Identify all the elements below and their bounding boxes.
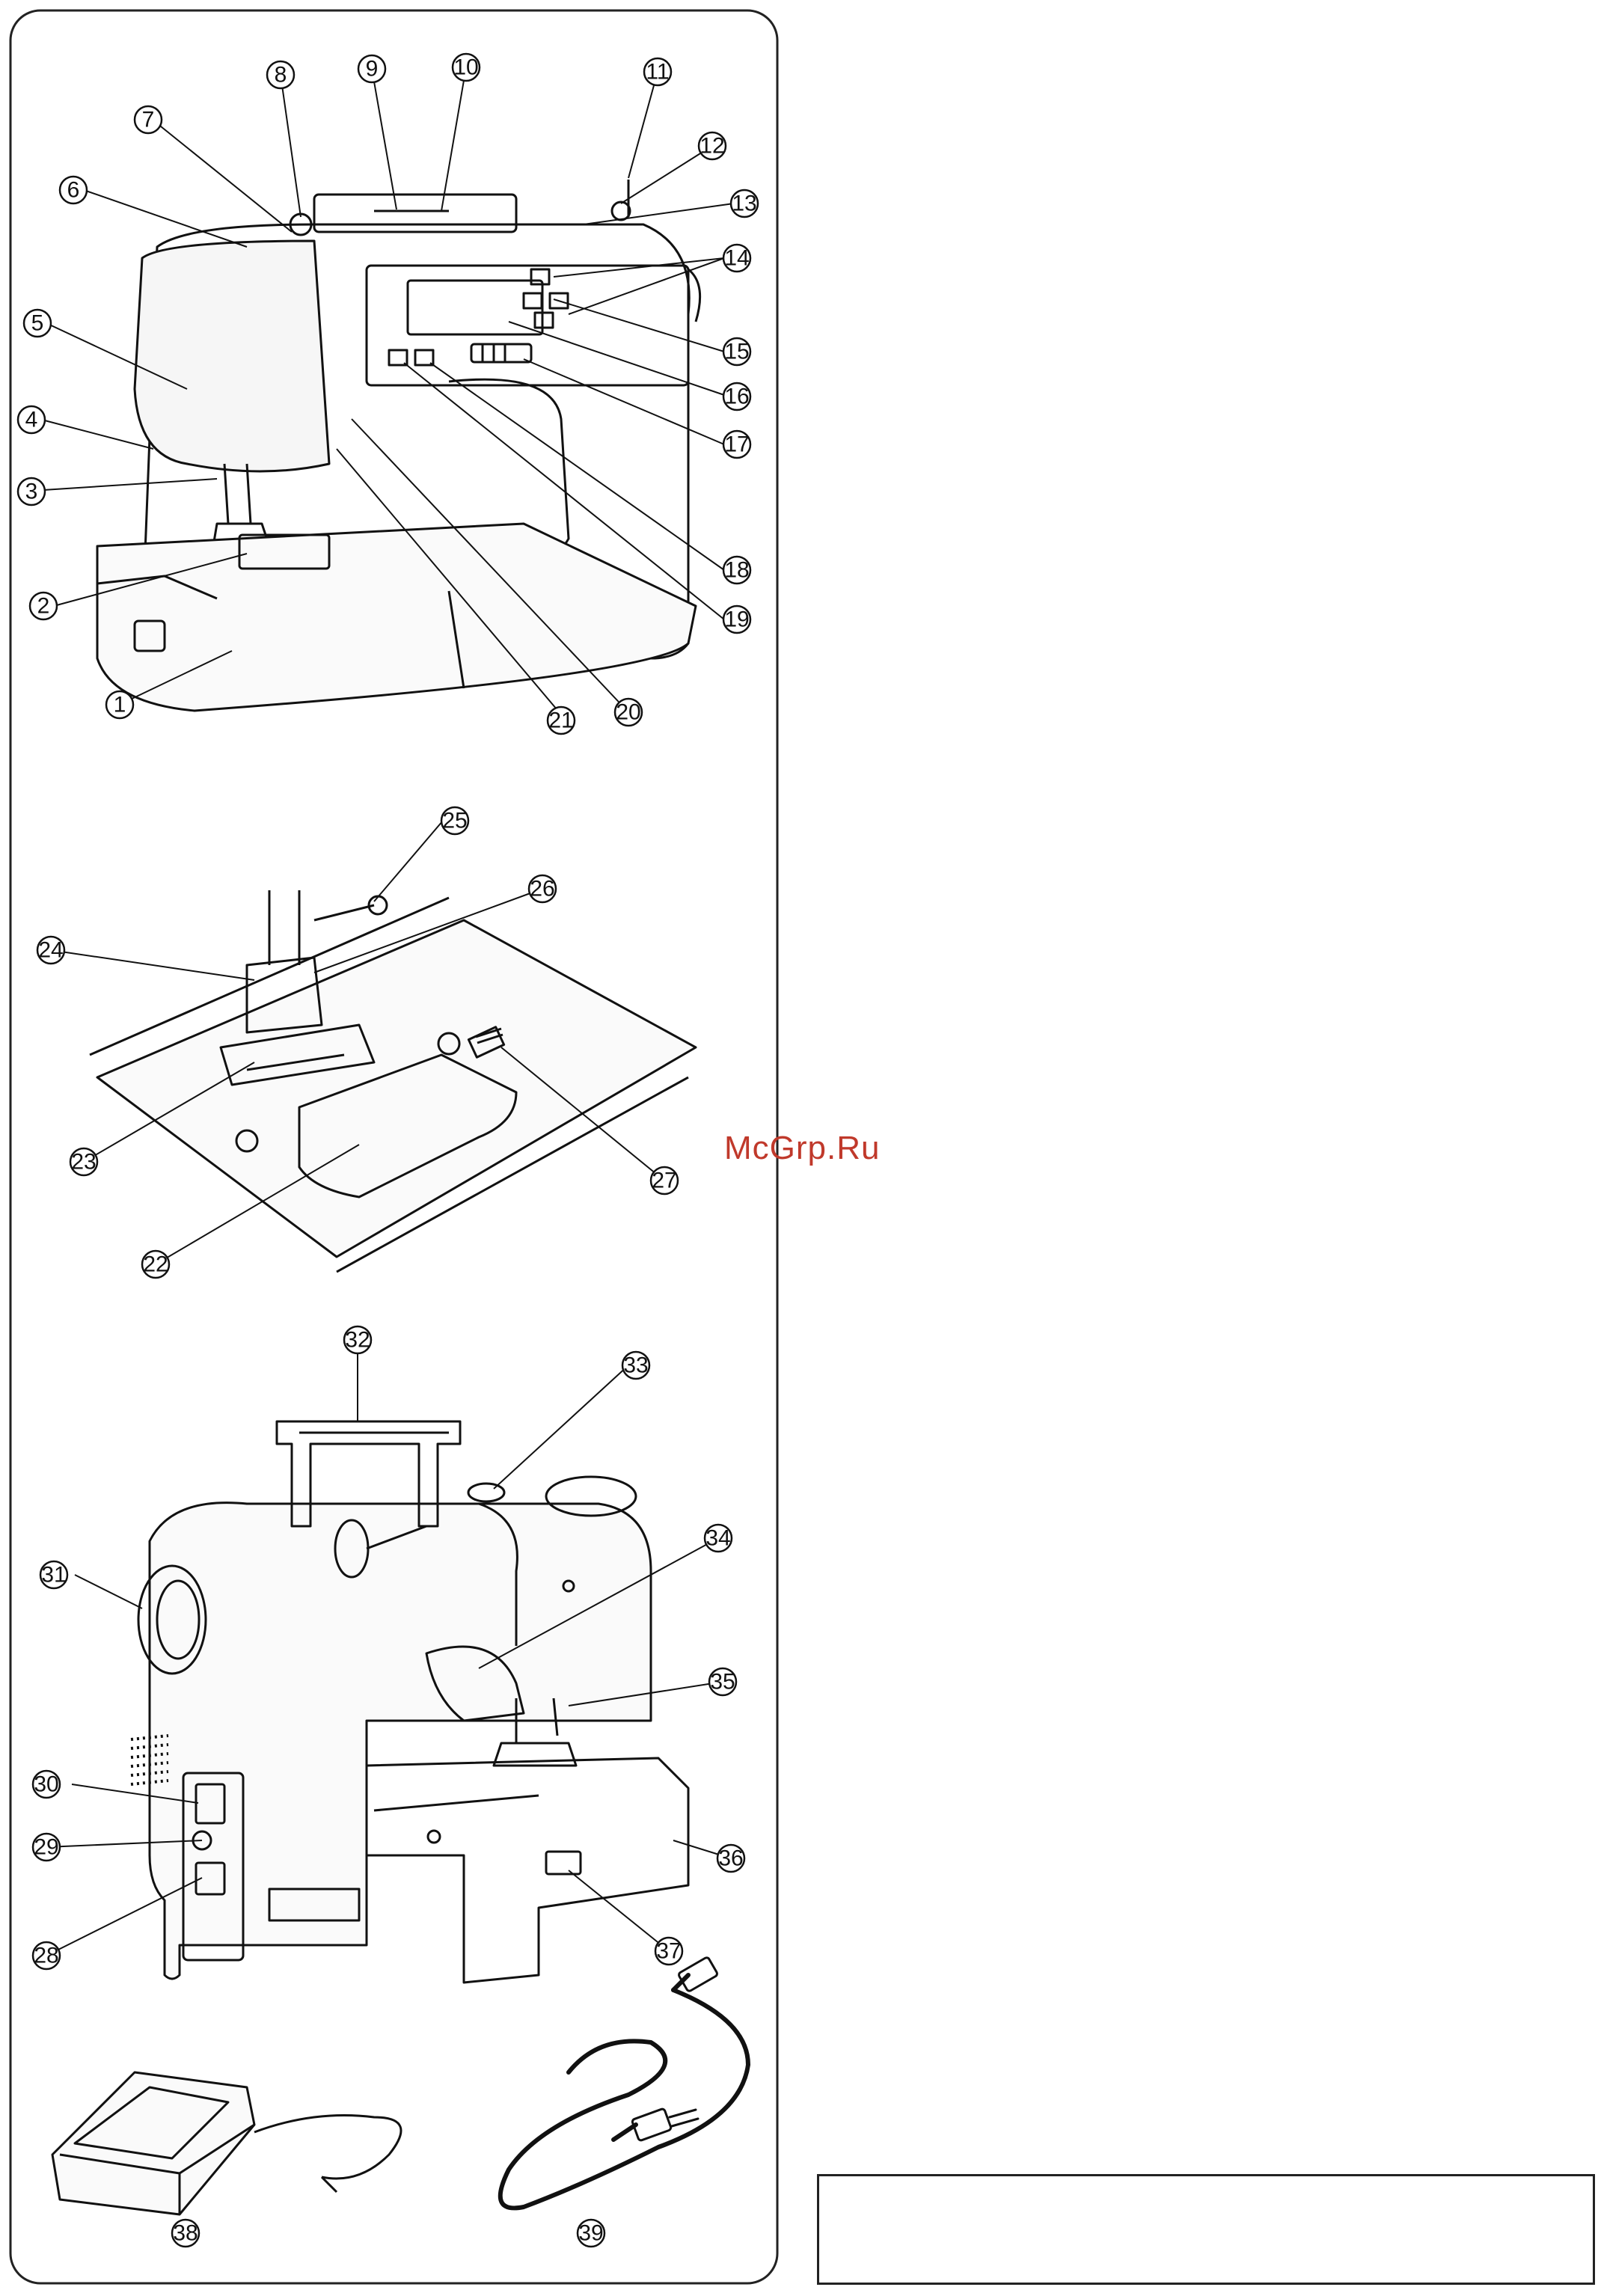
machine-front-illustration (97, 180, 700, 711)
callout-25: 25 (442, 809, 467, 833)
callout-6: 6 (67, 178, 80, 203)
callout-13: 13 (732, 192, 756, 216)
foot-control-illustration (52, 2072, 401, 2214)
callout-7: 7 (142, 108, 155, 132)
watermark-text: McGrp.Ru (724, 1130, 880, 1167)
callout-34: 34 (705, 1526, 730, 1551)
callout-3: 3 (25, 480, 38, 504)
needle-plate-illustration (90, 890, 696, 1272)
callout-31: 31 (41, 1563, 66, 1588)
callout-32: 32 (345, 1328, 370, 1353)
callout-21: 21 (548, 708, 573, 733)
callout-17: 17 (724, 432, 749, 457)
callout-10: 10 (453, 55, 478, 80)
callout-23: 23 (71, 1150, 96, 1175)
callout-19: 19 (724, 607, 749, 632)
callout-8: 8 (275, 63, 287, 88)
callout-27: 27 (652, 1169, 676, 1193)
callout-39: 39 (578, 2221, 603, 2246)
callout-14: 14 (724, 246, 749, 271)
callout-38: 38 (173, 2221, 198, 2246)
callout-28: 28 (34, 1944, 58, 1968)
empty-note-box (817, 2174, 1595, 2285)
callout-2: 2 (37, 594, 50, 619)
callout-29: 29 (34, 1835, 58, 1860)
callout-37: 37 (656, 1939, 681, 1964)
callout-5: 5 (31, 311, 44, 336)
callout-15: 15 (724, 340, 749, 364)
callout-36: 36 (718, 1846, 743, 1871)
callout-4: 4 (25, 408, 38, 432)
callout-30: 30 (34, 1772, 58, 1797)
callout-35: 35 (710, 1670, 735, 1695)
callout-12: 12 (700, 134, 724, 159)
callout-26: 26 (530, 877, 554, 901)
callout-11: 11 (646, 60, 669, 85)
callout-20: 20 (616, 700, 640, 725)
callout-22: 22 (143, 1252, 168, 1277)
callout-16: 16 (724, 385, 749, 409)
callout-24: 24 (38, 938, 63, 963)
machine-rear-illustration (131, 1421, 688, 1983)
callout-1: 1 (114, 693, 126, 717)
callout-33: 33 (623, 1353, 648, 1378)
callout-18: 18 (724, 558, 749, 583)
callout-9: 9 (366, 57, 379, 82)
power-cord-illustration (500, 1956, 748, 2208)
